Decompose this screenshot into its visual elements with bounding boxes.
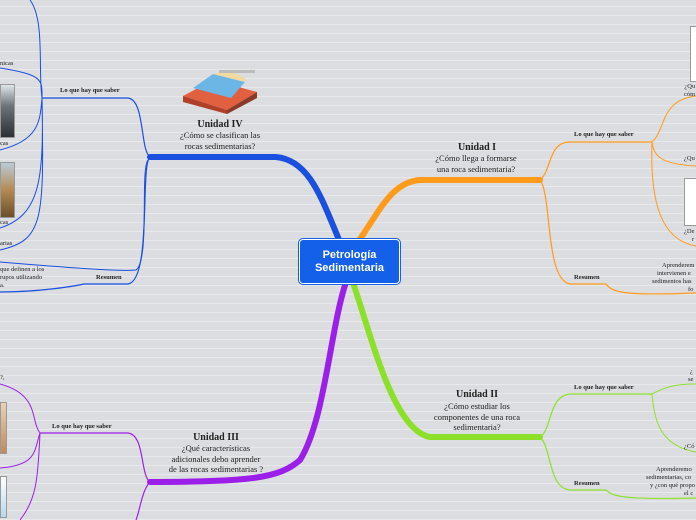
unit-iii-question: ¿Qué características adicionales debo ap…	[156, 443, 276, 475]
rock-outcrop-photo-2	[0, 162, 15, 218]
sedimentary-landscape-diagram	[183, 70, 257, 114]
unit-ii-summary-line4: el c	[646, 490, 695, 498]
unit-ii-saber-label[interactable]: Lo que hay que saber	[574, 384, 634, 391]
unit-i-fragment-top-2: cóm	[684, 91, 695, 99]
unit-iii-question-line1: ¿Qué características	[156, 443, 276, 454]
central-topic-line2: Sedimentaria	[315, 262, 384, 275]
unit-ii-summary-line2: sedimentarias, co	[646, 474, 695, 482]
unit-i-fragment-low-1: ¿De	[684, 228, 694, 236]
unit-i-fragment-low: ¿De r	[684, 228, 694, 244]
unit-ii-question-line1: ¿Cómo estudiar los	[421, 401, 533, 412]
unit-iv-question-line1: ¿Cómo se clasifican las	[165, 130, 275, 141]
unit-ii-question-line2: componentes de una roca	[421, 412, 533, 423]
unit-i-fragment-top-1: ¿Qu	[684, 83, 695, 91]
unit-iv-fragment-2: cas	[0, 140, 8, 148]
unit-iv-title[interactable]: Unidad IV	[180, 119, 260, 130]
unit-i-question-line1: ¿Cómo llega a formarse	[421, 153, 531, 164]
unit-iv-fragment-3: cas	[0, 219, 8, 227]
unit-i-fragment-top: ¿Qu cóm	[684, 83, 695, 99]
branch-unidad-iv	[150, 157, 340, 242]
unit-iv-question-line2: rocas sedimentarias?	[165, 141, 275, 152]
unit-ii-resumen-label[interactable]: Resumen	[574, 480, 600, 487]
rock-outcrop-photo-1	[0, 84, 15, 138]
unit-iv-summary-line3: a.	[0, 282, 44, 290]
unit-i-image-top	[690, 26, 696, 82]
unit-i-question: ¿Cómo llega a formarse una roca sediment…	[421, 153, 531, 174]
unit-ii-question: ¿Cómo estudiar los componentes de una ro…	[421, 401, 533, 433]
unit-i-title[interactable]: Unidad I	[437, 142, 517, 153]
unit-iv-summary-fragment: que definen a los rupos utilizando a.	[0, 266, 44, 290]
branch-iii-resumen	[136, 482, 150, 520]
unit-i-fragment-low-2: r	[684, 236, 694, 244]
unit-ii-fragment-mid: ¿Có	[684, 443, 694, 451]
unit-ii-summary-line1: Aprenderemo	[646, 466, 695, 474]
branch-ii-sub	[652, 384, 696, 452]
branch-iv-saber	[42, 98, 150, 157]
unit-i-summary-line4: fo	[652, 286, 694, 294]
unit-iv-resumen-label[interactable]: Resumen	[96, 274, 122, 281]
unit-iv-summary-line2: rupos utilizando	[0, 274, 44, 282]
branch-iii-saber	[40, 433, 150, 482]
unit-i-summary-line1: Aprenderem	[652, 262, 694, 270]
unit-iii-image-1	[0, 402, 7, 454]
unit-ii-question-line3: sedimentaria?	[421, 422, 533, 433]
unit-ii-fragment-top-1: ¿	[688, 368, 693, 376]
unit-iii-title[interactable]: Unidad III	[176, 432, 256, 443]
central-topic[interactable]: Petrología Sedimentaria	[299, 239, 400, 284]
unit-i-resumen-label[interactable]: Resumen	[574, 274, 600, 281]
unit-i-summary-line2: intervienen e	[652, 270, 694, 278]
unit-iii-fragment: ?,	[0, 374, 5, 382]
unit-i-question-line2: una roca sedimentaria?	[421, 164, 531, 175]
central-topic-line1: Petrología	[323, 249, 377, 262]
unit-i-saber-label[interactable]: Lo que hay que saber	[574, 131, 634, 138]
unit-ii-summary-fragment: Aprenderemo sedimentarias, co y ¿con qué…	[646, 466, 695, 498]
unit-iii-saber-label[interactable]: Lo que hay que saber	[52, 423, 112, 430]
branch-unidad-i	[358, 180, 540, 242]
unit-iv-question: ¿Cómo se clasifican las rocas sedimentar…	[165, 130, 275, 151]
unit-iii-image-2	[0, 476, 7, 518]
unit-iv-fragment-1: nicas	[0, 60, 13, 68]
unit-iii-question-line2: adicionales debo aprender	[156, 454, 276, 465]
unit-i-image-low	[684, 178, 696, 226]
unit-ii-fragment-top: ¿ se	[688, 368, 693, 384]
unit-i-summary-fragment: Aprenderem intervienen e sedimentos has …	[652, 262, 694, 294]
unit-iv-fragment-4: arias	[0, 240, 12, 248]
branch-ii-saber	[540, 394, 652, 437]
unit-i-summary-line3: sedimentos has	[652, 278, 694, 286]
unit-ii-summary-line3: y ¿con qué propo	[646, 482, 695, 490]
unit-ii-fragment-top-2: se	[688, 376, 693, 384]
unit-iii-question-line3: de las rocas sedimentarias ?	[156, 464, 276, 475]
unit-iv-saber-label[interactable]: Lo que hay que saber	[60, 87, 120, 94]
unit-iv-summary-line1: que definen a los	[0, 266, 44, 274]
branch-i-saber	[540, 142, 652, 180]
unit-i-fragment-mid: ¿Qu	[684, 155, 695, 163]
unit-ii-title[interactable]: Unidad II	[437, 389, 517, 400]
